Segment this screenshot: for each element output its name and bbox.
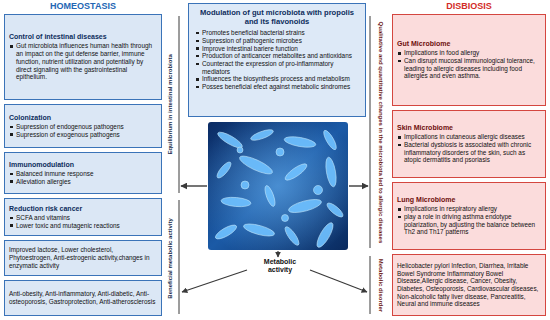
box-heading: Colonization (9, 114, 157, 122)
box-heading: Skin Microbiome (397, 124, 541, 132)
bullet-text: Promotes beneficial bacterial strains (195, 29, 359, 37)
bacteria-picture (208, 122, 348, 250)
coccus (314, 186, 323, 195)
bracket-line (370, 16, 371, 248)
bacterium (325, 201, 345, 219)
bracket-line (179, 200, 180, 314)
arrow (349, 185, 368, 186)
bacterium (283, 135, 316, 149)
info-box: Skin MicrobiomeImplications in cutaneous… (392, 110, 546, 178)
bullet-text: Alleviation allergies (9, 178, 157, 186)
bracket-line (179, 16, 180, 193)
box-text: Helicobacter pylori Infection, Diarrhea,… (397, 262, 541, 308)
bacterium (238, 153, 275, 177)
bacterium (263, 184, 277, 207)
info-box: Lung MicrobiomeImplications in respirato… (392, 182, 546, 250)
bullet-text: Implications in respiratory allergy (397, 205, 541, 213)
bacterium (324, 156, 338, 187)
section-header: HOMEOSTASIS (23, 1, 143, 12)
box-heading: Gut Microbiome (397, 40, 541, 48)
bullet-text: SCFA and vitamins (9, 214, 157, 222)
info-box: ColonizationSupression of endogenous pat… (4, 104, 162, 148)
picture-glow (208, 122, 348, 250)
info-box: Control of intestinal diseasesGut microb… (4, 14, 162, 100)
bacterium (321, 129, 338, 152)
bullet-text: Gut microbiota influences human health t… (9, 42, 157, 80)
box-text: Anti-obesity, Anti-inflammatory, Anti-di… (9, 290, 157, 305)
side-label: Beneficial metabolic activity (167, 201, 174, 315)
box-heading: Modulation of gut microbiota with propol… (195, 8, 359, 26)
box-text: Improved lactose, Lower cholesterol, Phy… (9, 246, 157, 269)
bullet-text: Improve intestinal bariere function (195, 45, 359, 53)
bullet-text: Lower toxic and mutagenic reactions (9, 222, 157, 230)
box-heading: Immunomodulation (9, 161, 157, 169)
bacterium (314, 221, 336, 250)
flow-label: Metabolic activity (251, 258, 309, 274)
coccus (282, 215, 289, 222)
bullet-text: Balanced inmune response (9, 170, 157, 178)
side-label: Metabolic disorder (378, 254, 385, 316)
bullet-text: Production of anticancer metabolites and… (195, 52, 359, 60)
bacterium (214, 223, 239, 242)
box-heading: Lung Microbiome (397, 196, 541, 204)
bacterium (283, 225, 301, 247)
bacterium (250, 128, 275, 143)
picture-ground (208, 122, 348, 250)
bullet-text: Implications in food allergy (397, 49, 541, 57)
bullet-text: Supression of pathogenic microbes (195, 37, 359, 45)
summary-box: Modulation of gut microbiota with propol… (188, 3, 366, 117)
bacterium (242, 222, 275, 239)
bullet-text: Posses beneficial efect against metaboli… (195, 83, 359, 91)
arrow (182, 270, 247, 292)
info-box: ImmunomodulationBalanced inmune response… (4, 152, 162, 194)
arrow (310, 270, 367, 292)
bullet-text: Implications in cutaneous allergic disea… (397, 133, 541, 141)
info-box: Reduction risk cancerSCFA and vitaminsLo… (4, 198, 162, 236)
bacterium (221, 196, 252, 208)
bacterium (215, 160, 233, 180)
bullet-text: Supression of exogenous pathogens (9, 131, 157, 139)
info-box: Gut MicrobiomeImplications in food aller… (392, 14, 546, 106)
info-box: Improved lactose, Lower cholesterol, Phy… (4, 240, 162, 276)
bullet-text: Supression of endogenous pathogens (9, 123, 157, 131)
box-heading: Reduction risk cancer (9, 205, 157, 213)
bacterium (287, 197, 322, 215)
info-box: Anti-obesity, Anti-inflammatory, Anti-di… (4, 280, 162, 316)
bacterium (283, 161, 309, 182)
bullet-text: Bacterial dysbiosis is associated with c… (397, 141, 541, 164)
bullet-text: play a role in driving asthma endotype p… (397, 213, 541, 236)
side-label: Equilibrium in intestinal microbiota (167, 16, 174, 192)
side-label: Qualitative and quantitative changes in … (378, 17, 385, 247)
coccus (237, 147, 243, 153)
section-header: DISBIOSIS (409, 1, 529, 12)
bracket-line (370, 256, 371, 314)
box-heading: Control of intestinal diseases (9, 33, 157, 41)
bullet-text: Influences the biosynthesis process and … (195, 75, 359, 83)
bullet-text: Can disrupt mucosal immunological tolera… (397, 57, 541, 80)
bullet-text: Counteract the expression of pro-inflamm… (195, 60, 359, 75)
arrow (277, 251, 278, 257)
coccus (241, 181, 249, 189)
info-box: Helicobacter pylori Infection, Diarrhea,… (392, 254, 546, 316)
coccus (276, 148, 284, 156)
arrow (181, 185, 207, 186)
